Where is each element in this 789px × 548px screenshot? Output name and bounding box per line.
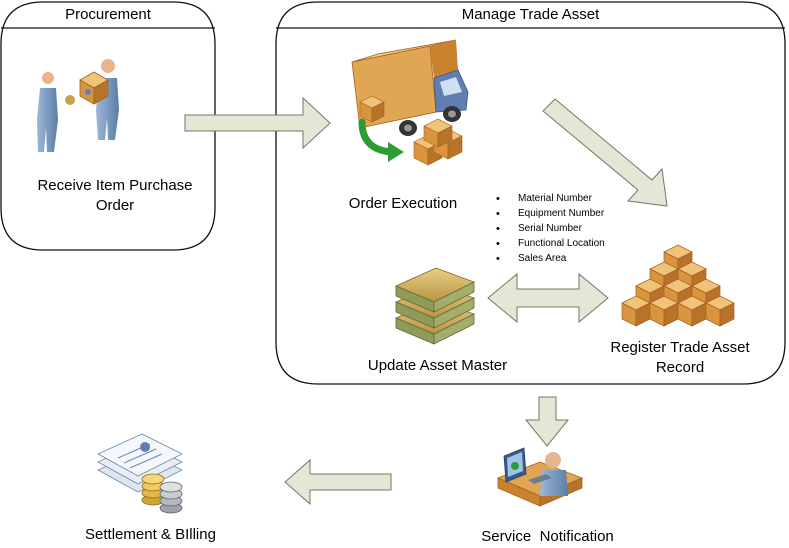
register-trade-asset-record-label: Register Trade Asset Record xyxy=(590,338,770,378)
arrow-register-to-service-notification xyxy=(524,396,570,447)
field-material-number: Material Number xyxy=(496,193,605,205)
field-functional-location: Functional Location xyxy=(496,238,605,250)
arrow-service-to-settlement xyxy=(284,458,392,506)
person-at-computer-icon xyxy=(496,447,584,507)
manage-trade-asset-panel xyxy=(275,1,786,385)
receive-po-label-line1: Receive Item Purchase xyxy=(37,177,193,194)
order-execution-label: Order Execution xyxy=(348,195,458,212)
service-notification-label: Service Notification xyxy=(481,528,614,545)
asset-fields-list: Material Number Equipment Number Serial … xyxy=(496,193,605,268)
arrow-order-execution-to-register xyxy=(542,98,668,207)
settlement-billing-label: Settlement & BIlling xyxy=(85,526,216,543)
receive-item-purchase-order-label: Receive Item Purchase Order xyxy=(20,176,210,216)
field-serial-number: Serial Number xyxy=(496,223,605,235)
receive-po-label-line2: Order xyxy=(95,197,135,214)
documents-coins-icon xyxy=(97,433,183,514)
manage-trade-asset-panel-title: Manage Trade Asset xyxy=(461,6,600,23)
procurement-panel-title: Procurement xyxy=(65,6,151,23)
boxes-pyramid-icon xyxy=(621,244,735,327)
field-sales-area: Sales Area xyxy=(496,253,605,265)
register-label-line1: Register Trade Asset xyxy=(610,339,750,356)
delivery-truck-icon xyxy=(351,39,469,166)
field-equipment-number: Equipment Number xyxy=(496,208,605,220)
procurement-panel xyxy=(0,1,216,251)
register-label-line2: Record xyxy=(655,359,705,376)
books-stack-icon xyxy=(394,267,476,345)
double-arrow-update-register xyxy=(487,272,609,324)
people-exchange-package-icon xyxy=(37,59,119,152)
arrow-procurement-to-order-execution xyxy=(184,96,331,150)
update-asset-master-label: Update Asset Master xyxy=(367,357,508,374)
